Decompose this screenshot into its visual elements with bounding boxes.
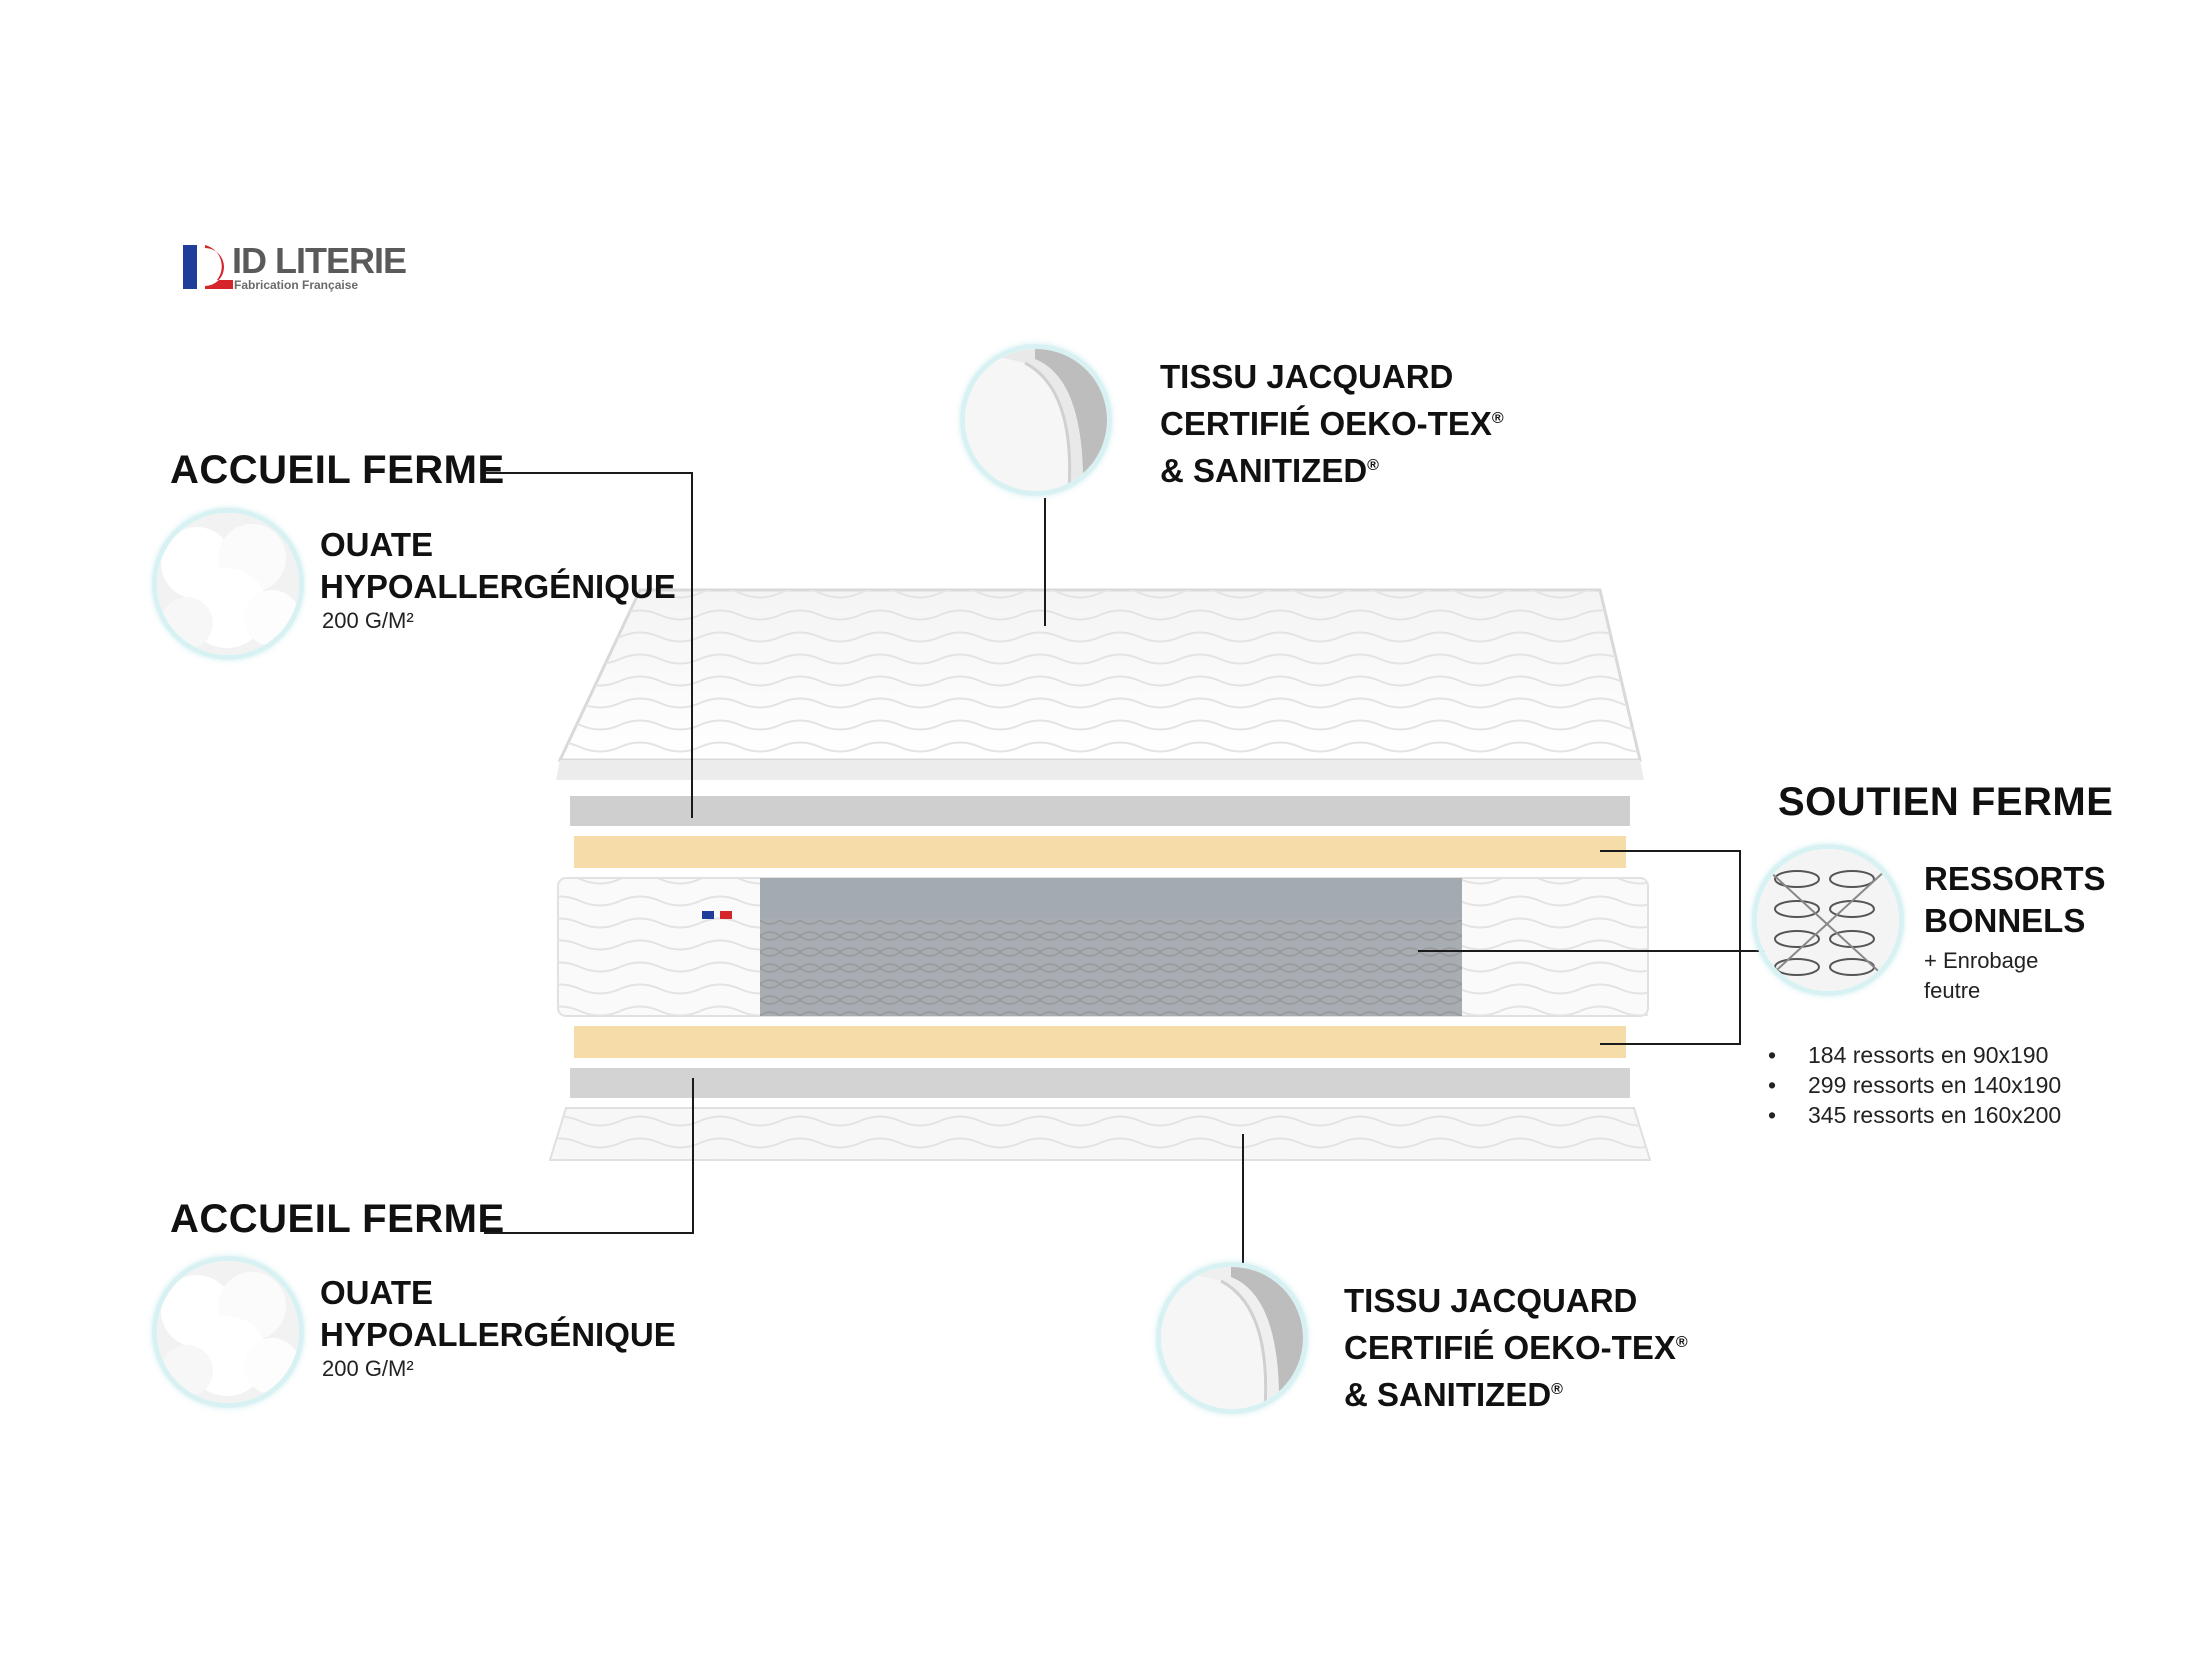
fabric-swatch-icon: [960, 344, 1112, 496]
bottom-fabric-line3: & SANITIZED: [1344, 1376, 1552, 1413]
felt-layer-bottom: [570, 1068, 1630, 1098]
foam-layer-bottom: [574, 1026, 1626, 1058]
registered-mark: ®: [1367, 457, 1379, 474]
connector-bottom-fabric: [1242, 1134, 1244, 1264]
connector-comfort-top-h: [484, 472, 692, 474]
top-fabric-line2: CERTIFIÉ OEKO-TEX: [1160, 405, 1492, 442]
list-item: 184 ressorts en 90x190: [1768, 1040, 2061, 1070]
connector-support-bottom: [1600, 1043, 1740, 1045]
connector-comfort-top-v: [691, 472, 693, 818]
cotton-icon: [152, 1256, 304, 1408]
top-fabric-line3: & SANITIZED: [1160, 452, 1368, 489]
support-heading: SOUTIEN FERME: [1778, 780, 2114, 824]
list-item: 345 ressorts en 160x200: [1768, 1100, 2061, 1130]
mattress-illustration: [548, 588, 1652, 1161]
comfort-bottom-heading: ACCUEIL FERME: [170, 1197, 505, 1241]
support-extra2: feutre: [1924, 978, 1981, 1003]
comfort-top-heading: ACCUEIL FERME: [170, 448, 505, 492]
spring-counts-list: 184 ressorts en 90x190 299 ressorts en 1…: [1768, 1040, 2061, 1130]
support-line1: RESSORTS: [1924, 860, 2106, 897]
registered-mark: ®: [1551, 1381, 1563, 1398]
top-panel: [556, 588, 1644, 780]
comfort-bottom-weight: 200 G/M²: [322, 1356, 414, 1381]
flag-logo-icon: [183, 242, 235, 292]
connector-support-v: [1739, 850, 1741, 1045]
felt-layer-top: [570, 796, 1630, 826]
connector-support-mid: [1418, 950, 1768, 952]
registered-mark: ®: [1491, 410, 1504, 427]
comfort-top-line1: OUATE: [320, 526, 434, 563]
list-item: 299 ressorts en 140x190: [1768, 1070, 2061, 1100]
brand-tagline: Fabrication Française: [234, 278, 359, 292]
bottom-fabric-line1: TISSU JACQUARD: [1344, 1282, 1638, 1319]
foam-layer-top: [574, 836, 1626, 868]
cotton-icon: [152, 508, 304, 660]
spring-icon: [1752, 844, 1904, 996]
connector-comfort-bottom-h: [484, 1232, 694, 1234]
top-fabric-line1: TISSU JACQUARD: [1160, 358, 1454, 395]
connector-support-top: [1600, 850, 1740, 852]
bottom-fabric-line2: CERTIFIÉ OEKO-TEX: [1344, 1329, 1676, 1366]
connector-top-fabric: [1044, 498, 1046, 626]
flag-label-icon: [702, 911, 714, 919]
spring-core: [557, 877, 1649, 1017]
comfort-bottom-line2: HYPOALLERGÉNIQUE: [320, 1316, 676, 1353]
support-extra1: + Enrobage: [1924, 948, 2039, 973]
comfort-bottom-line1: OUATE: [320, 1274, 434, 1311]
connector-comfort-bottom-v: [692, 1078, 694, 1234]
brand-name: ID LITERIE: [232, 240, 407, 281]
comfort-top-line2: HYPOALLERGÉNIQUE: [320, 568, 676, 605]
comfort-top-weight: 200 G/M²: [322, 608, 414, 633]
registered-mark: ®: [1675, 1334, 1688, 1351]
support-line2: BONNELS: [1924, 902, 2086, 939]
fabric-swatch-icon: [1156, 1262, 1308, 1414]
